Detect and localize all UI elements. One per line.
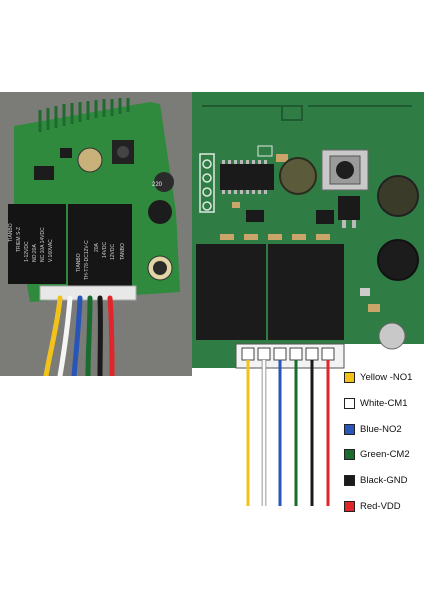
diagram-pin-header — [199, 153, 215, 213]
legend-swatch — [344, 397, 355, 409]
diagram-relay-1 — [196, 244, 266, 340]
legend-item-red: Red-VDD — [344, 499, 401, 513]
legend-label: Red-VDD — [360, 500, 401, 512]
photo-relay-2 — [68, 204, 132, 288]
module-diagram-drawing — [192, 92, 424, 506]
photo-relay-1 — [8, 204, 66, 284]
diagram-relay-2 — [268, 244, 344, 340]
photo-cap-label: 220 — [152, 182, 163, 188]
legend-item-white: White-CM1 — [344, 396, 408, 410]
legend-swatch — [344, 448, 355, 460]
relay1-text-0: TIANBO — [8, 223, 14, 242]
relay1-text-2: 1-12VDC — [24, 241, 30, 262]
diagram-crystal — [279, 157, 317, 195]
legend-swatch — [344, 423, 355, 435]
legend-label: Yellow -NO1 — [360, 371, 413, 383]
diagram-inductor — [377, 239, 419, 281]
relay2-text-0: TIANBO — [76, 253, 82, 272]
photo-wires — [43, 295, 115, 376]
legend-swatch — [344, 371, 355, 383]
relay2-text-2: 20A — [94, 242, 100, 252]
relay1-text-4: NC:10A 14VDC — [40, 227, 46, 262]
relay2-text-4: 12VDC — [110, 243, 116, 260]
diagram-wires — [246, 360, 330, 506]
diagram-led — [378, 322, 406, 350]
legend-label: Blue-NO2 — [360, 423, 402, 435]
relay1-text-5: V:160VAC — [48, 239, 54, 262]
diagram-regulator — [338, 196, 360, 220]
legend-item-black: Black-GND — [344, 473, 408, 487]
module-photo-drawing: TIANBO TRIEM S-Z 1-12VDC NO:20A NC:10A 1… — [0, 92, 192, 376]
module-photo: TIANBO TRIEM S-Z 1-12VDC NO:20A NC:10A 1… — [0, 92, 192, 376]
legend-swatch — [344, 500, 355, 512]
relay1-text-3: NO:20A — [32, 244, 38, 262]
legend-item-blue: Blue-NO2 — [344, 422, 402, 436]
relay2-text-3: 14VDC — [102, 241, 108, 258]
legend-item-yellow: Yellow -NO1 — [344, 370, 412, 384]
relay2-text-5: TANBO — [120, 243, 126, 260]
relay2-text-1: TH-T78-DC12V-C — [84, 240, 90, 280]
legend-label: White-CM1 — [360, 397, 408, 409]
diagram-capacitor — [377, 175, 419, 217]
legend-label: Green-CM2 — [360, 448, 410, 460]
legend-item-green: Green-CM2 — [344, 447, 410, 461]
relay1-text-1: TRIEM S-Z — [16, 227, 22, 252]
legend-label: Black-GND — [360, 474, 408, 486]
legend-swatch — [344, 474, 355, 486]
module-diagram — [192, 92, 424, 512]
diagram-ic — [220, 164, 274, 190]
